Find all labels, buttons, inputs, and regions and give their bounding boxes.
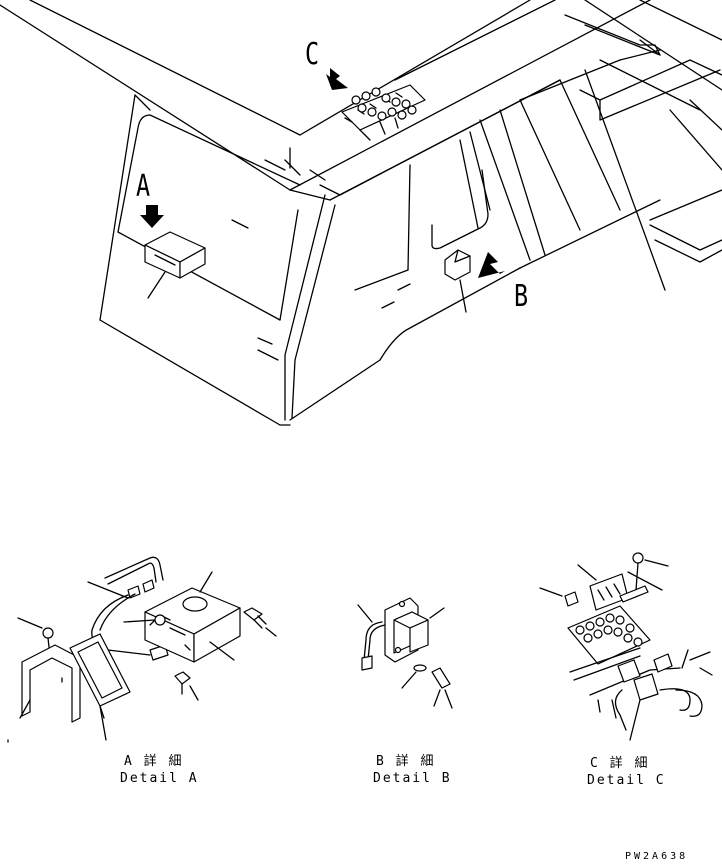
arrow-b-icon [478, 252, 505, 278]
detail-c-drawing [539, 552, 713, 741]
drawing-code: PW2A638 [625, 851, 689, 862]
arrow-a-icon [140, 205, 164, 228]
callout-b: B [514, 279, 529, 314]
cab-component-a [144, 231, 206, 299]
detail-c-caption-jp: C 詳 細 [590, 756, 650, 771]
detail-b-drawing [357, 597, 453, 709]
callout-c: C [305, 37, 320, 72]
detail-c-caption-en: Detail C [587, 773, 666, 788]
detail-a-caption-jp: A 詳 細 [124, 754, 184, 769]
cab-body [0, 0, 722, 426]
detail-b-caption-jp: B 詳 細 [376, 754, 436, 769]
arrow-c-icon [326, 68, 348, 90]
detail-b-caption-en: Detail B [373, 771, 452, 786]
cab-component-c [341, 84, 426, 141]
detail-a-drawing [7, 556, 277, 743]
detail-a-caption-en: Detail A [120, 771, 199, 786]
cab-component-b [444, 249, 471, 313]
callout-a: A [136, 169, 151, 204]
